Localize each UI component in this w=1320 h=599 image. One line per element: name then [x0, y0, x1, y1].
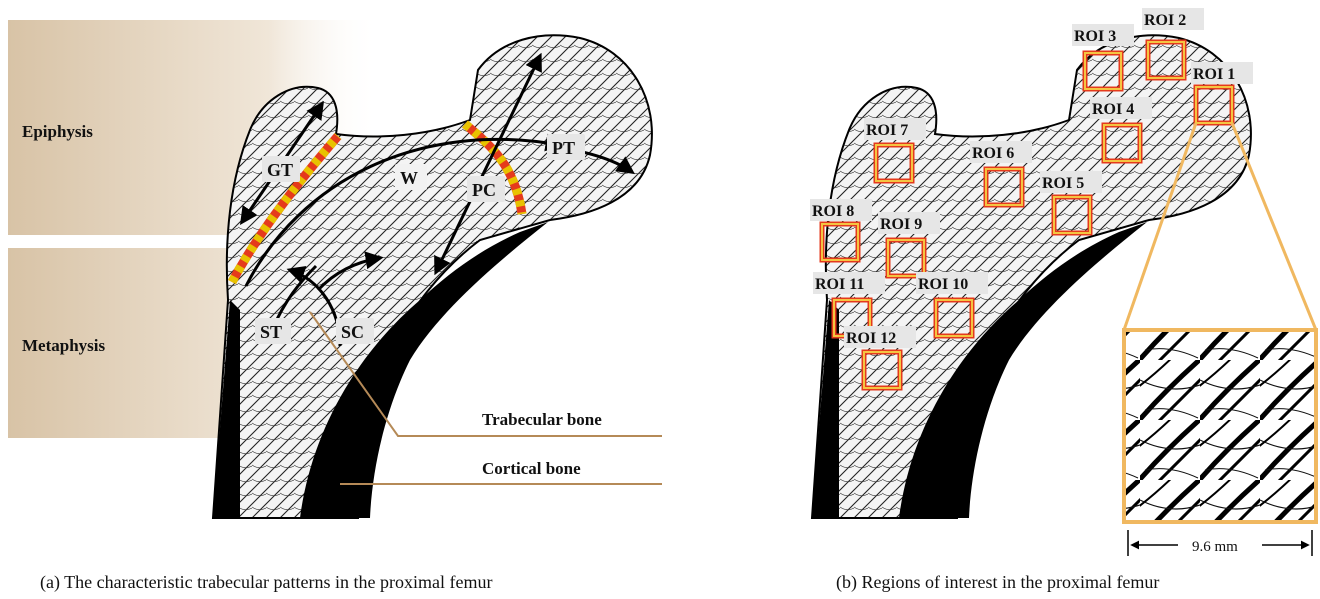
scale-label: 9.6 mm: [1192, 539, 1238, 555]
sc-label: SC: [341, 322, 364, 342]
caption-b: (b) Regions of interest in the proximal …: [836, 572, 1159, 593]
roi-10-label: ROI 10: [918, 276, 968, 293]
roi-6-label: ROI 6: [972, 145, 1014, 162]
pc-label: PC: [472, 180, 496, 200]
panel-a: Epiphysis Metaphysis GT W PC PT ST SC: [8, 20, 662, 593]
roi-9-label: ROI 9: [880, 216, 922, 233]
roi-8-label: ROI 8: [812, 203, 854, 220]
roi-2-label: ROI 2: [1144, 12, 1186, 29]
roi-4-label: ROI 4: [1092, 101, 1134, 118]
roi-11-label: ROI 11: [815, 276, 864, 293]
roi-7-label: ROI 7: [866, 122, 908, 139]
roi-12-label: ROI 12: [846, 330, 896, 347]
trabecular-bone-label: Trabecular bone: [482, 410, 602, 429]
st-label: ST: [260, 322, 282, 342]
zoom-inset: [1124, 330, 1316, 522]
roi-3-label: ROI 3: [1074, 28, 1116, 45]
femur-trabecular-region: [213, 35, 652, 518]
panel-b: ROI 1 ROI 2 ROI 3 ROI 4 ROI 5: [810, 8, 1316, 593]
w-label: W: [400, 168, 418, 188]
caption-a: (a) The characteristic trabecular patter…: [40, 572, 492, 593]
zoom-connector-right: [1232, 123, 1316, 330]
metaphysis-label: Metaphysis: [22, 336, 106, 355]
gt-label: GT: [267, 160, 293, 180]
roi-1-label: ROI 1: [1193, 66, 1235, 83]
roi-5-label: ROI 5: [1042, 175, 1084, 192]
epiphysis-label: Epiphysis: [22, 122, 93, 141]
cortical-bone-label: Cortical bone: [482, 459, 581, 478]
pt-label: PT: [552, 138, 575, 158]
